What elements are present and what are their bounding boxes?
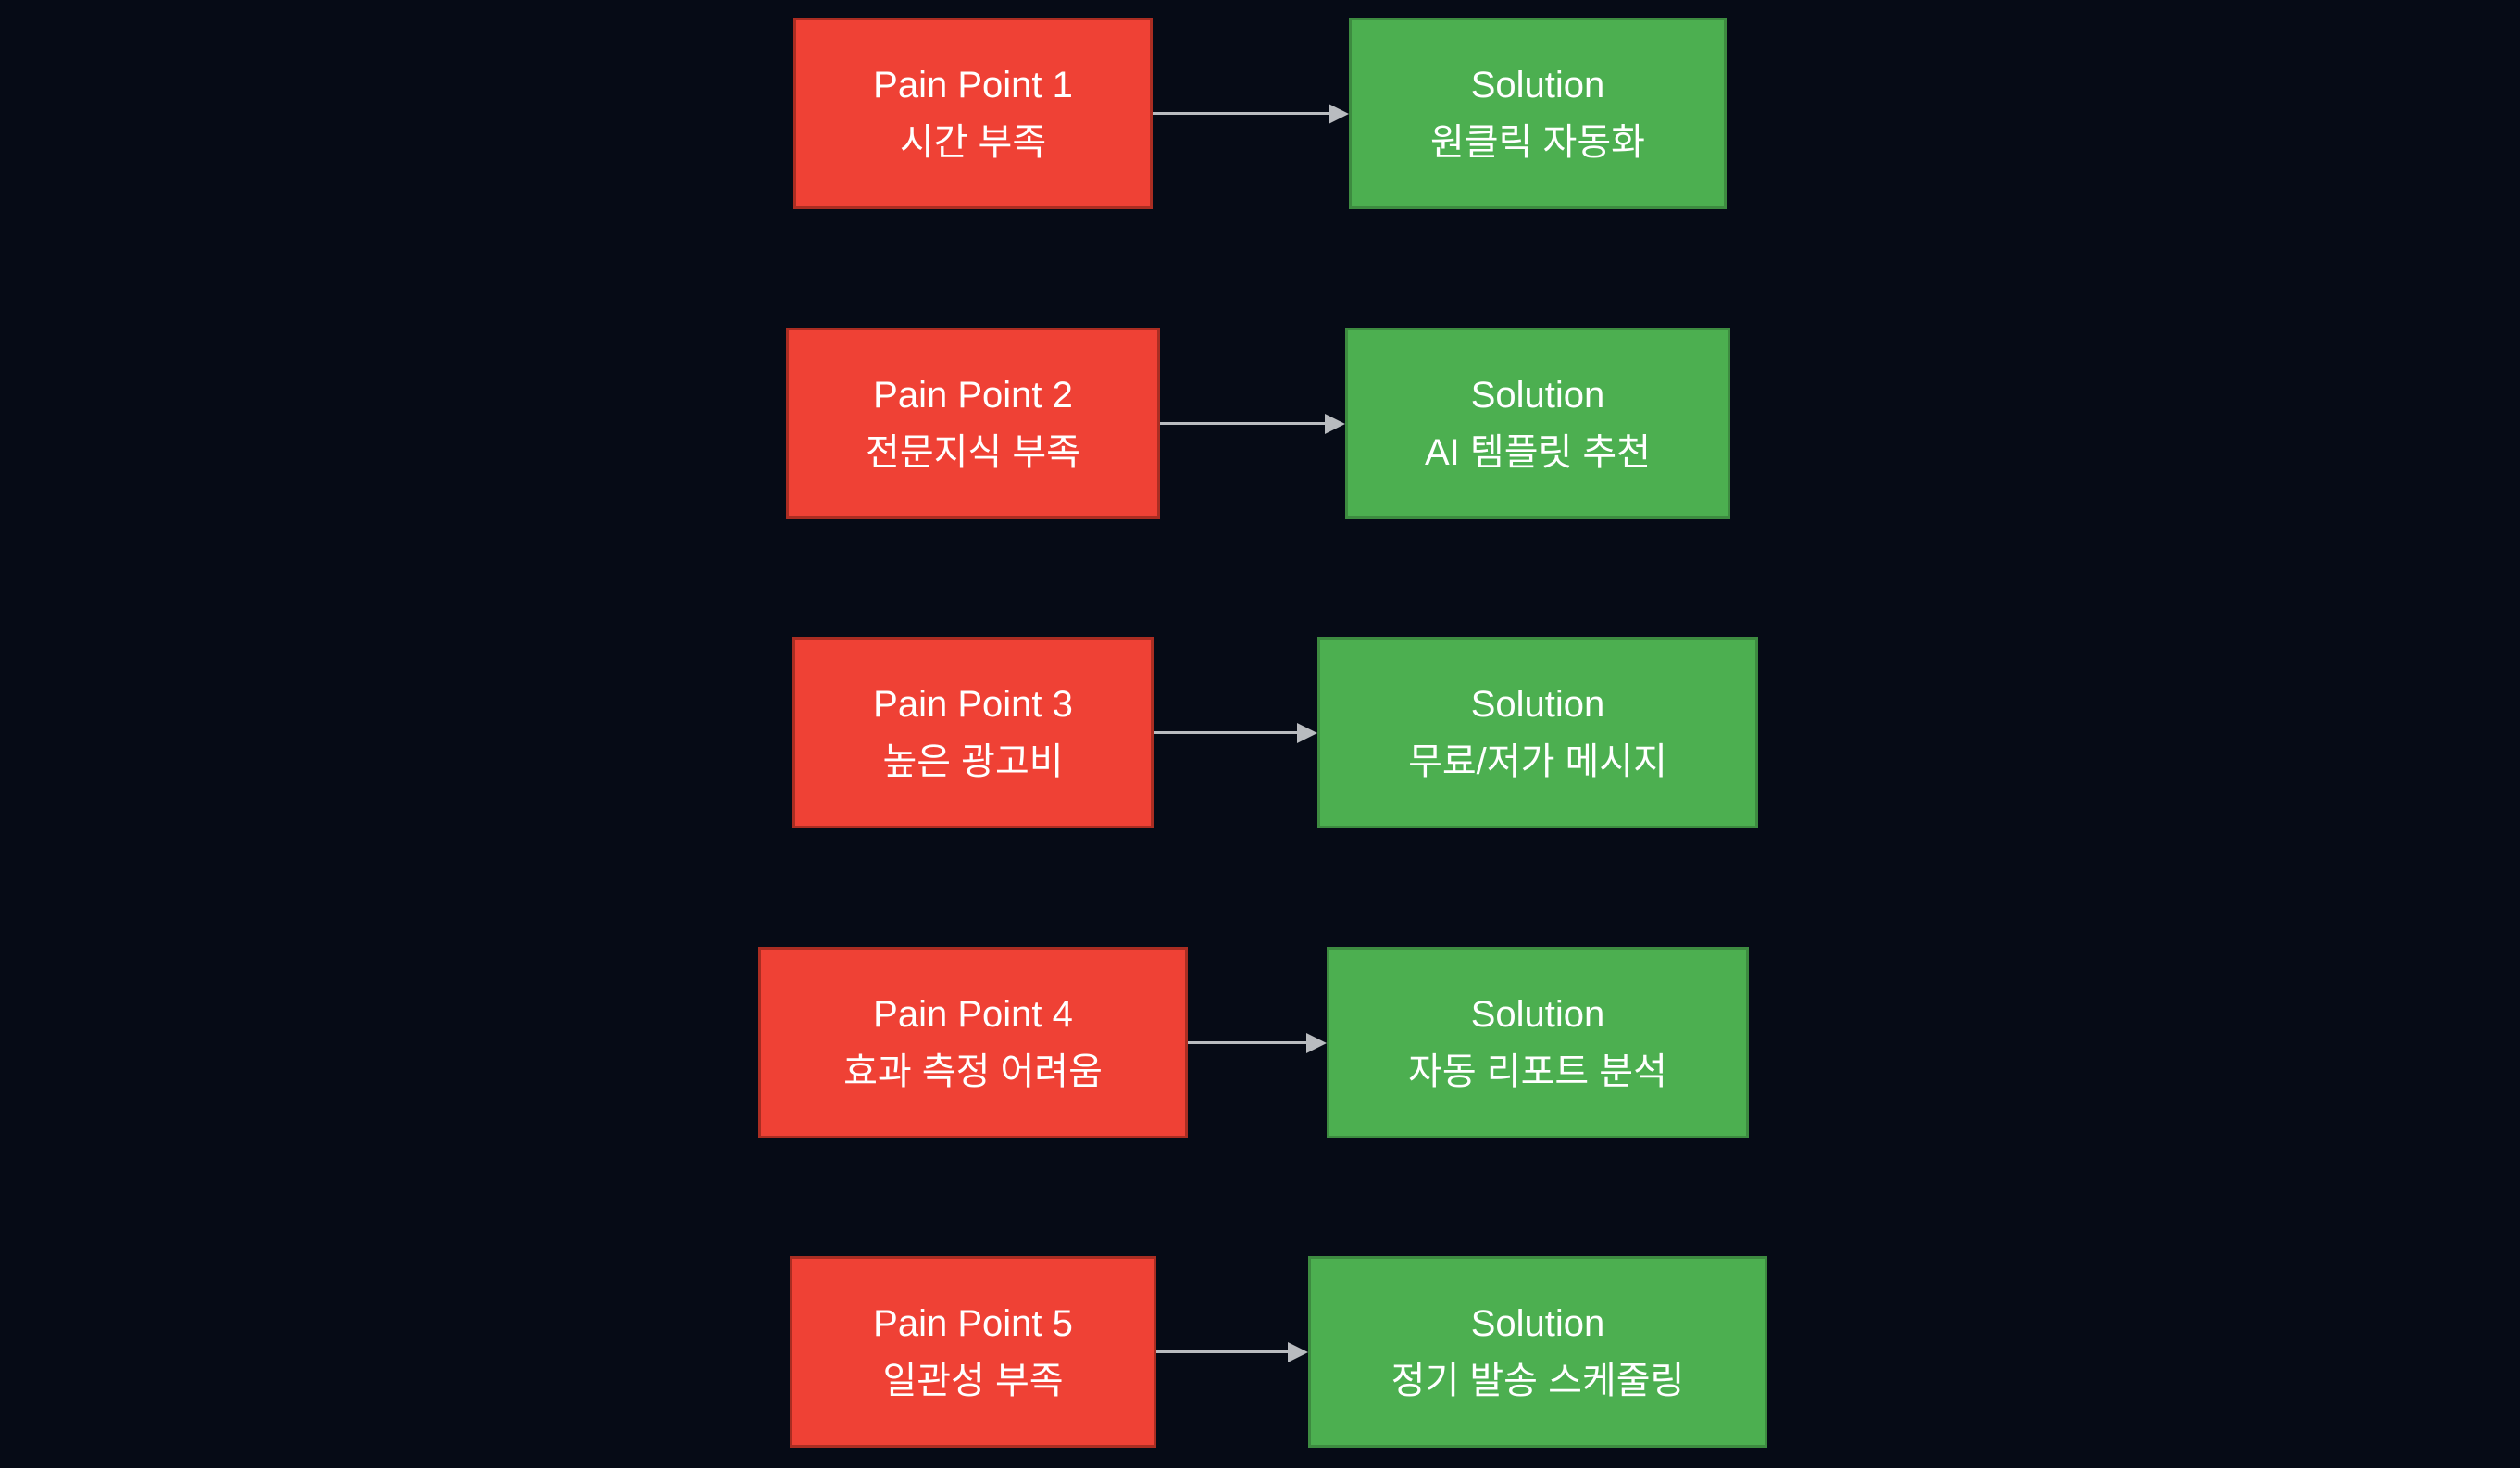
diagram-row: Pain Point 4 효과 측정 어려움 Solution 자동 리포트 분… [0,947,2520,1138]
solution-node: Solution 원클릭 자동화 [1349,18,1727,209]
solution-node: Solution 정기 발송 스케줄링 [1308,1256,1767,1448]
arrow-connector [1160,413,1345,434]
solution-title: Solution [1470,1302,1605,1344]
pain-point-title: Pain Point 5 [873,1302,1073,1344]
solution-description: 무료/저가 메시지 [1408,740,1667,782]
pain-point-title: Pain Point 2 [873,374,1073,416]
pain-point-description: 효과 측정 어려움 [843,1051,1103,1092]
pain-point-node: Pain Point 1 시간 부족 [793,18,1153,209]
pain-point-node: Pain Point 5 일관성 부족 [790,1256,1156,1448]
solution-node: Solution 무료/저가 메시지 [1317,637,1758,828]
pain-point-title: Pain Point 4 [873,993,1073,1035]
solution-description: 자동 리포트 분석 [1408,1051,1667,1092]
solution-node: Solution AI 템플릿 추천 [1345,328,1730,519]
arrowhead-icon [1288,1341,1308,1362]
solution-title: Solution [1470,374,1605,416]
diagram-row: Pain Point 2 전문지식 부족 Solution AI 템플릿 추천 [0,328,2520,519]
solution-title: Solution [1470,64,1605,106]
pain-point-title: Pain Point 1 [873,64,1073,106]
arrow-connector [1153,103,1349,124]
solution-title: Solution [1470,683,1605,725]
arrow-connector [1154,722,1317,743]
solution-title: Solution [1470,993,1605,1035]
pain-point-node: Pain Point 2 전문지식 부족 [786,328,1160,519]
pain-point-description: 전문지식 부족 [866,431,1080,473]
solution-description: 원클릭 자동화 [1430,121,1645,163]
arrowhead-icon [1306,1032,1327,1053]
pain-point-node: Pain Point 4 효과 측정 어려움 [758,947,1188,1138]
solution-description: 정기 발송 스케줄링 [1391,1360,1685,1401]
pain-point-title: Pain Point 3 [873,683,1073,725]
pain-point-description: 일관성 부족 [882,1360,1064,1401]
diagram-row: Pain Point 3 높은 광고비 Solution 무료/저가 메시지 [0,637,2520,828]
pain-point-description: 높은 광고비 [882,740,1064,782]
arrowhead-icon [1297,722,1317,743]
diagram-row: Pain Point 5 일관성 부족 Solution 정기 발송 스케줄링 [0,1256,2520,1448]
diagram-row: Pain Point 1 시간 부족 Solution 원클릭 자동화 [0,18,2520,209]
solution-description: AI 템플릿 추천 [1424,431,1652,473]
arrow-connector [1188,1032,1327,1053]
pain-point-node: Pain Point 3 높은 광고비 [792,637,1154,828]
arrowhead-icon [1329,103,1349,124]
solution-node: Solution 자동 리포트 분석 [1327,947,1749,1138]
arrowhead-icon [1325,413,1345,434]
arrow-connector [1156,1341,1308,1362]
pain-point-description: 시간 부족 [899,121,1047,163]
